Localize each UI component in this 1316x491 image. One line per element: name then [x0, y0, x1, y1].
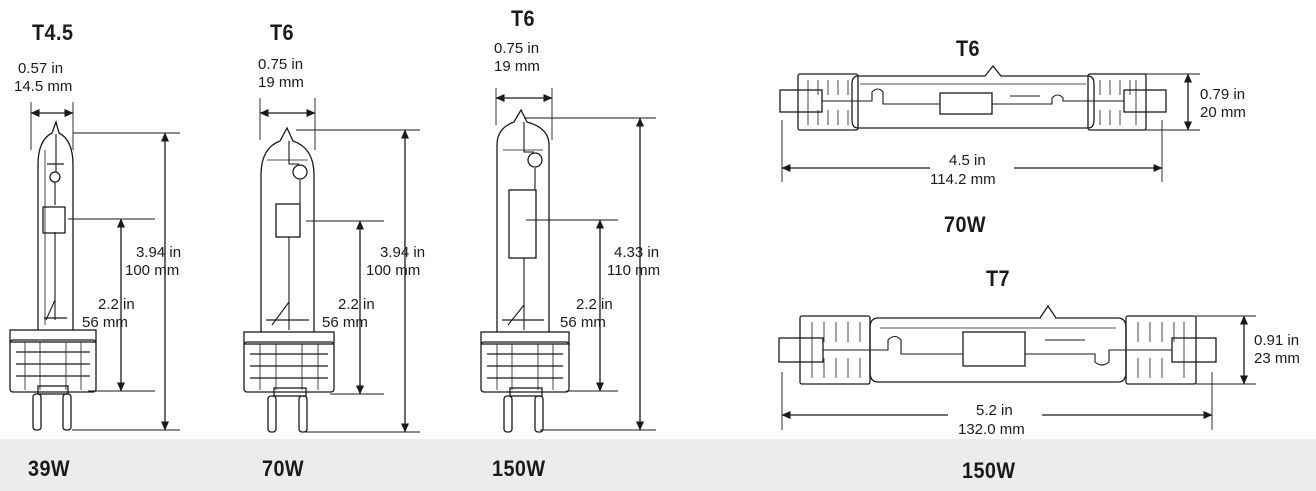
- lamp-t45-diameter-in: 0.57 in: [18, 60, 64, 77]
- double-ended-t7-tube-label: T7: [986, 266, 1011, 291]
- lamp-t45-arc-mm: 56 mm: [82, 314, 128, 331]
- lamp-t6-150w-arc-mm: 56 mm: [560, 314, 606, 331]
- double-ended-t6-diameter-mm: 20 mm: [1200, 104, 1246, 121]
- double-ended-t6-drawing: [779, 64, 1200, 182]
- double-ended-t6-tube-label: T6: [956, 36, 981, 61]
- lamp-t45-arc-in: 2.2 in: [98, 296, 135, 313]
- double-ended-t6-wattage: 70W: [944, 212, 987, 237]
- double-ended-t6-diameter-in: 0.79 in: [1200, 86, 1246, 103]
- lamp-t6-70w-arc-in: 2.2 in: [338, 296, 375, 313]
- lamp-t6-150w-length-in: 4.33 in: [614, 244, 660, 261]
- lamp-t6-150w-diameter-in: 0.75 in: [494, 40, 540, 57]
- double-ended-t7-wattage: 150W: [962, 458, 1016, 483]
- lamp-t6-70w-wattage: 70W: [262, 456, 305, 481]
- lamp-t6-70w-diameter-mm: 19 mm: [258, 74, 304, 91]
- double-ended-t7-diameter-mm: 23 mm: [1254, 350, 1300, 367]
- lamp-t6-70w-tube-label: T6: [270, 20, 295, 45]
- lamp-t6-70w-arc-mm: 56 mm: [322, 314, 368, 331]
- lamp-t6-70w-length-mm: 100 mm: [366, 262, 421, 279]
- double-ended-t7-drawing: [778, 304, 1256, 430]
- double-ended-t7-length-in: 5.2 in: [976, 402, 1013, 419]
- lamp-t45-length-in: 3.94 in: [136, 244, 182, 261]
- lamp-t45-drawing: [9, 102, 180, 431]
- lamp-t6-150w-drawing: [480, 88, 656, 433]
- lamp-t45-diameter-mm: 14.5 mm: [14, 78, 73, 95]
- lamp-t6-70w-drawing: [243, 98, 420, 433]
- wattage-footer-band: [0, 439, 1316, 491]
- lamp-t6-70w-length-in: 3.94 in: [380, 244, 426, 261]
- lamp-t45-length-mm: 100 mm: [125, 262, 180, 279]
- lamp-t6-150w-length-mm: 110 mm: [607, 262, 661, 279]
- double-ended-t6-length-mm: 114.2 mm: [930, 171, 996, 188]
- lamp-t6-70w-diameter-in: 0.75 in: [258, 56, 304, 73]
- double-ended-t6-length-in: 4.5 in: [949, 152, 986, 169]
- lamp-t6-150w-diameter-mm: 19 mm: [494, 58, 540, 75]
- double-ended-t7-diameter-in: 0.91 in: [1254, 332, 1300, 349]
- lamp-t6-150w-arc-in: 2.2 in: [576, 296, 613, 313]
- lamp-t45-wattage: 39W: [28, 456, 71, 481]
- lamp-t45-tube-label: T4.5: [32, 20, 74, 45]
- double-ended-t7-length-mm: 132.0 mm: [958, 421, 1025, 438]
- lamp-t6-150w-wattage: 150W: [492, 456, 546, 481]
- lamp-t6-150w-tube-label: T6: [511, 6, 536, 31]
